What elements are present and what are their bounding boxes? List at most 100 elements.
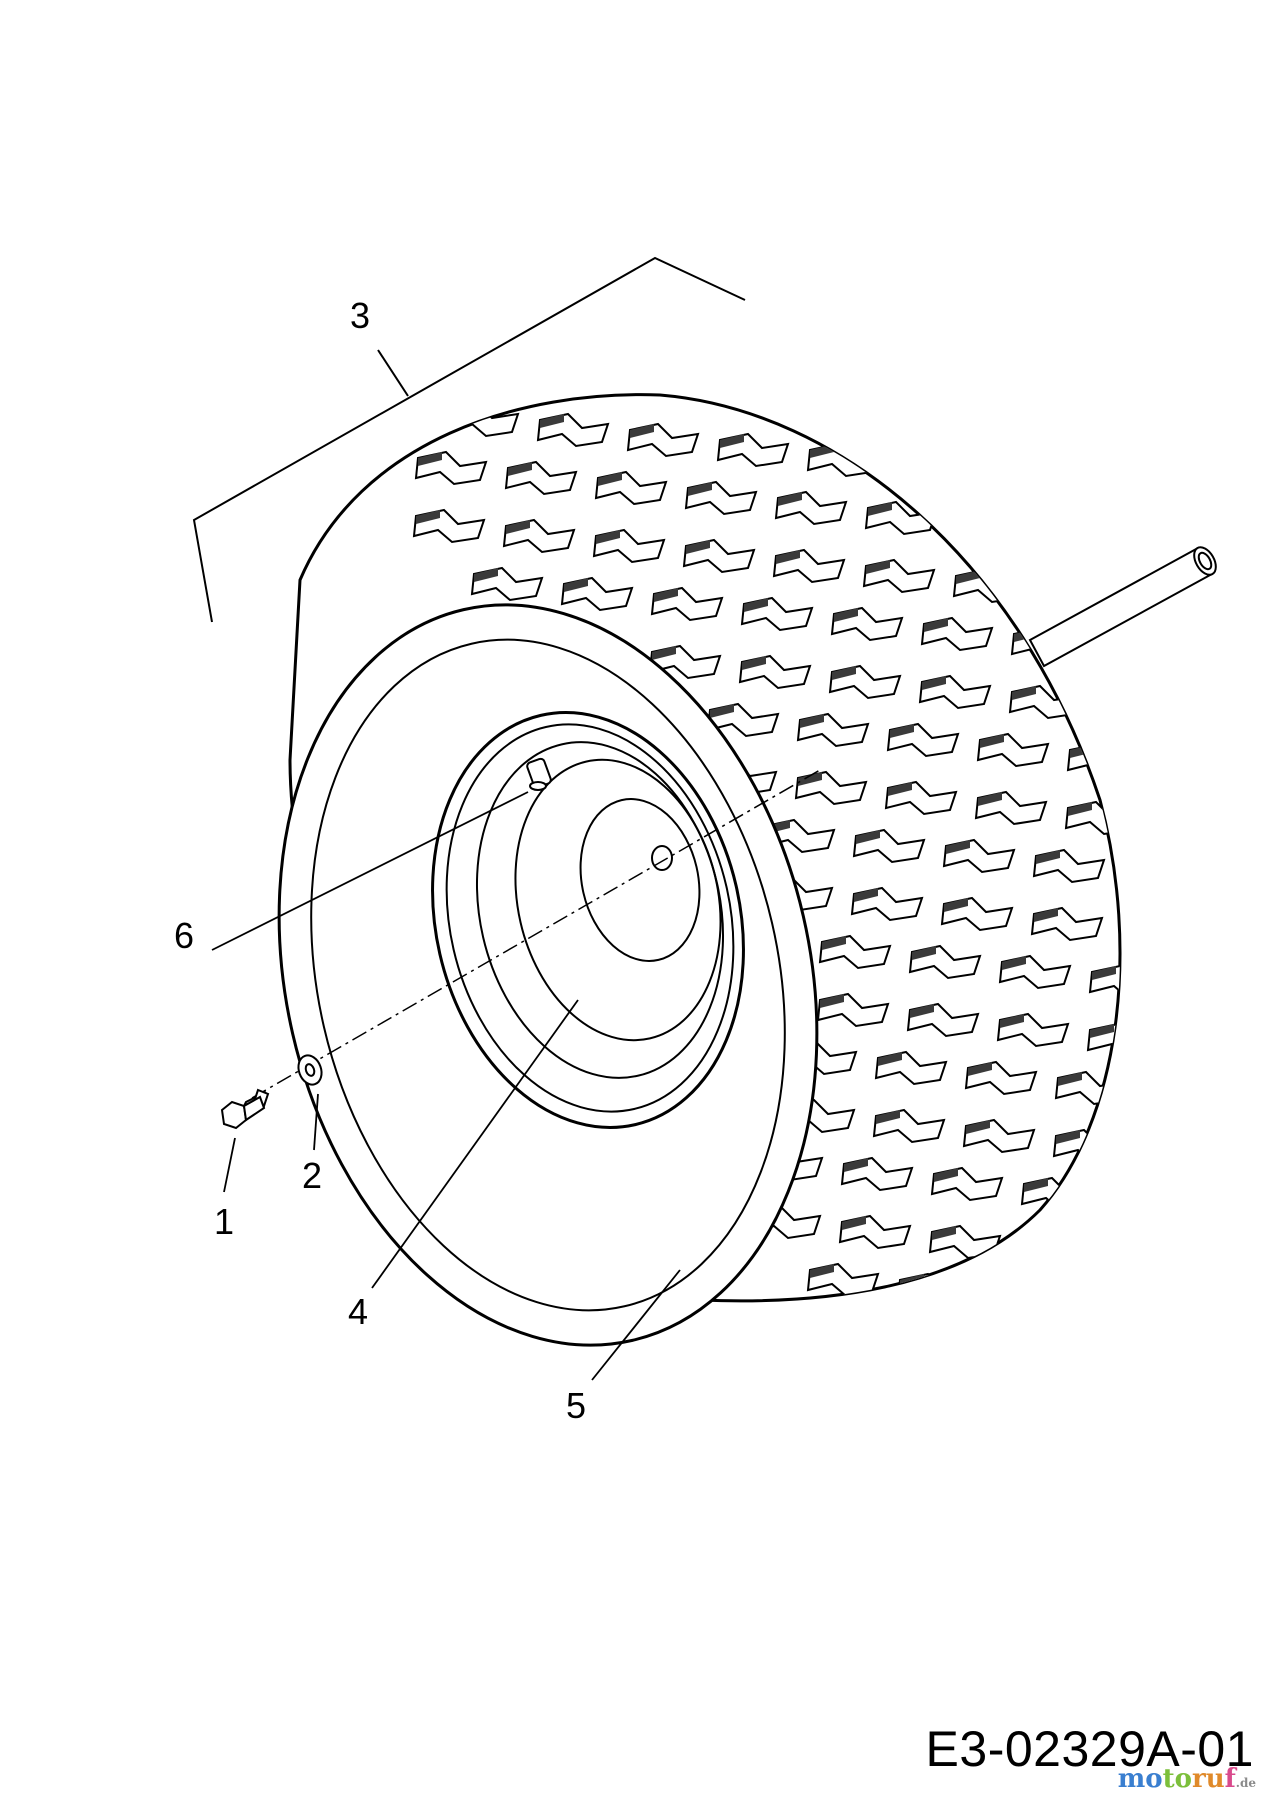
tread-lug [1202, 1198, 1272, 1230]
tread-lug-shadow [1080, 474, 1104, 488]
tread-lug [1248, 764, 1272, 796]
tread-lug [1158, 754, 1228, 786]
tread-lug-shadow [866, 560, 890, 574]
tread-lug-shadow [688, 482, 712, 496]
tread-lug-shadow [1114, 1188, 1120, 1202]
tread-lug-shadow [800, 714, 824, 728]
tread-lug-shadow [822, 936, 846, 950]
assembly-bracket [192, 256, 746, 623]
tread-lug-shadow [854, 888, 878, 902]
tread-lug-shadow [1102, 696, 1120, 710]
drawing-reference-code: E3-02329A-01 [925, 1721, 1254, 1777]
tread-lug-shadow [978, 792, 1002, 806]
tread-lug-shadow [922, 676, 946, 690]
tread-lug-shadow [1250, 764, 1272, 778]
tread-lug-shadow [1046, 580, 1070, 594]
tread-lug-shadow [1048, 522, 1072, 536]
tread-lug [1076, 1292, 1120, 1301]
tread-lug-shadow [630, 424, 654, 438]
tread-lug-shadow [888, 782, 912, 796]
tread-lug-shadow [1248, 822, 1272, 836]
tread-lug-shadow [934, 1168, 958, 1182]
tread-lug-shadow [956, 570, 980, 584]
tread-lug-shadow [1170, 1304, 1194, 1318]
tread-lug-shadow [474, 568, 498, 582]
tread-lug [954, 510, 1028, 546]
tread-lug-shadow [686, 540, 710, 554]
tread-lug [1100, 636, 1120, 672]
tread-lug-shadow [776, 550, 800, 564]
tread-lug-shadow [1194, 648, 1218, 662]
tread-lug [986, 1282, 1060, 1301]
tread-lug-shadow [360, 394, 384, 408]
valve-stem [526, 757, 552, 791]
tread-lug [1124, 860, 1194, 892]
tread-lug-shadow [890, 724, 914, 738]
tread-lug [1214, 870, 1272, 902]
tread-lug-shadow [506, 520, 530, 534]
tread-lug-shadow [1002, 956, 1026, 970]
callout-5: 5 [566, 1385, 586, 1426]
tread-lug [1192, 648, 1262, 680]
tread-lug-shadow [1068, 802, 1092, 816]
tread-lug-shadow [1056, 1130, 1080, 1144]
tread-lug-shadow [598, 472, 622, 486]
tread-lug [1246, 822, 1272, 854]
tread-lug-shadow [876, 1110, 900, 1124]
tread-lug-shadow [652, 646, 676, 660]
tread-lug-shadow [1214, 928, 1238, 942]
tread-lug-shadow [1182, 976, 1206, 990]
tread-lug [1144, 1140, 1214, 1172]
callout-1: 1 [214, 1201, 234, 1242]
tread-lug-shadow [564, 578, 588, 592]
tread-lug-shadow [1146, 1140, 1170, 1154]
site-watermark: motoruf.de [1118, 1764, 1256, 1794]
tread-lug-shadow [1126, 860, 1150, 874]
tread-lug [1018, 1234, 1092, 1270]
tread-lug [1044, 520, 1118, 556]
tread-lug-shadow [1090, 1024, 1114, 1038]
tread-lug-shadow [1158, 812, 1182, 826]
tread-lug-shadow [834, 608, 858, 622]
wheel-rim [431, 711, 745, 1129]
callout-3: 3 [350, 295, 370, 336]
watermark-logo: motoruf.de [1117, 1764, 1256, 1794]
tread-lug-shadow [1238, 1092, 1262, 1106]
assembly-axis-line [251, 769, 821, 1099]
tread-lug-shadow [450, 404, 474, 418]
tread-lug-shadow [418, 452, 442, 466]
tread-lug-shadow [820, 994, 844, 1008]
tread-lug-shadow [990, 464, 1014, 478]
tread-lug-shadow [932, 1226, 956, 1240]
tread-lug-shadow [1092, 966, 1116, 980]
tread-lug-shadow [1080, 1294, 1104, 1301]
tread-lug-shadow [540, 414, 564, 428]
tire [277, 393, 1272, 1347]
tread-lug-shadow [878, 1052, 902, 1066]
tread-lug-shadow [744, 598, 768, 612]
tread-lug-shadow [1000, 1014, 1024, 1028]
tread-lug [986, 462, 1060, 498]
tread-lug-shadow [1138, 532, 1162, 546]
tread-lug [1122, 918, 1192, 950]
tread-lug-shadow [1260, 1314, 1272, 1328]
callout-2: 2 [302, 1155, 322, 1196]
tread-lug [1076, 472, 1120, 508]
tread-lug-shadow [778, 492, 802, 506]
tread-lug-shadow [868, 502, 892, 516]
tread-lug-shadow [1148, 1082, 1172, 1096]
tread-lug-shadow [1104, 638, 1120, 652]
tread-lug-shadow [1022, 1236, 1046, 1250]
leader-lines [211, 791, 681, 1381]
tread-lug-shadow [912, 946, 936, 960]
hex-bolt [220, 1088, 270, 1130]
washer [297, 1054, 323, 1086]
tread-lug [1146, 1082, 1216, 1114]
tread-lug-shadow [720, 434, 744, 448]
tread-lug-shadow [798, 772, 822, 786]
tread-lug-shadow [966, 1120, 990, 1134]
tread-lug [1212, 928, 1272, 960]
tread-lug [1268, 1044, 1272, 1076]
tread-lug-shadow [508, 462, 532, 476]
tread-lug-shadow [980, 734, 1004, 748]
